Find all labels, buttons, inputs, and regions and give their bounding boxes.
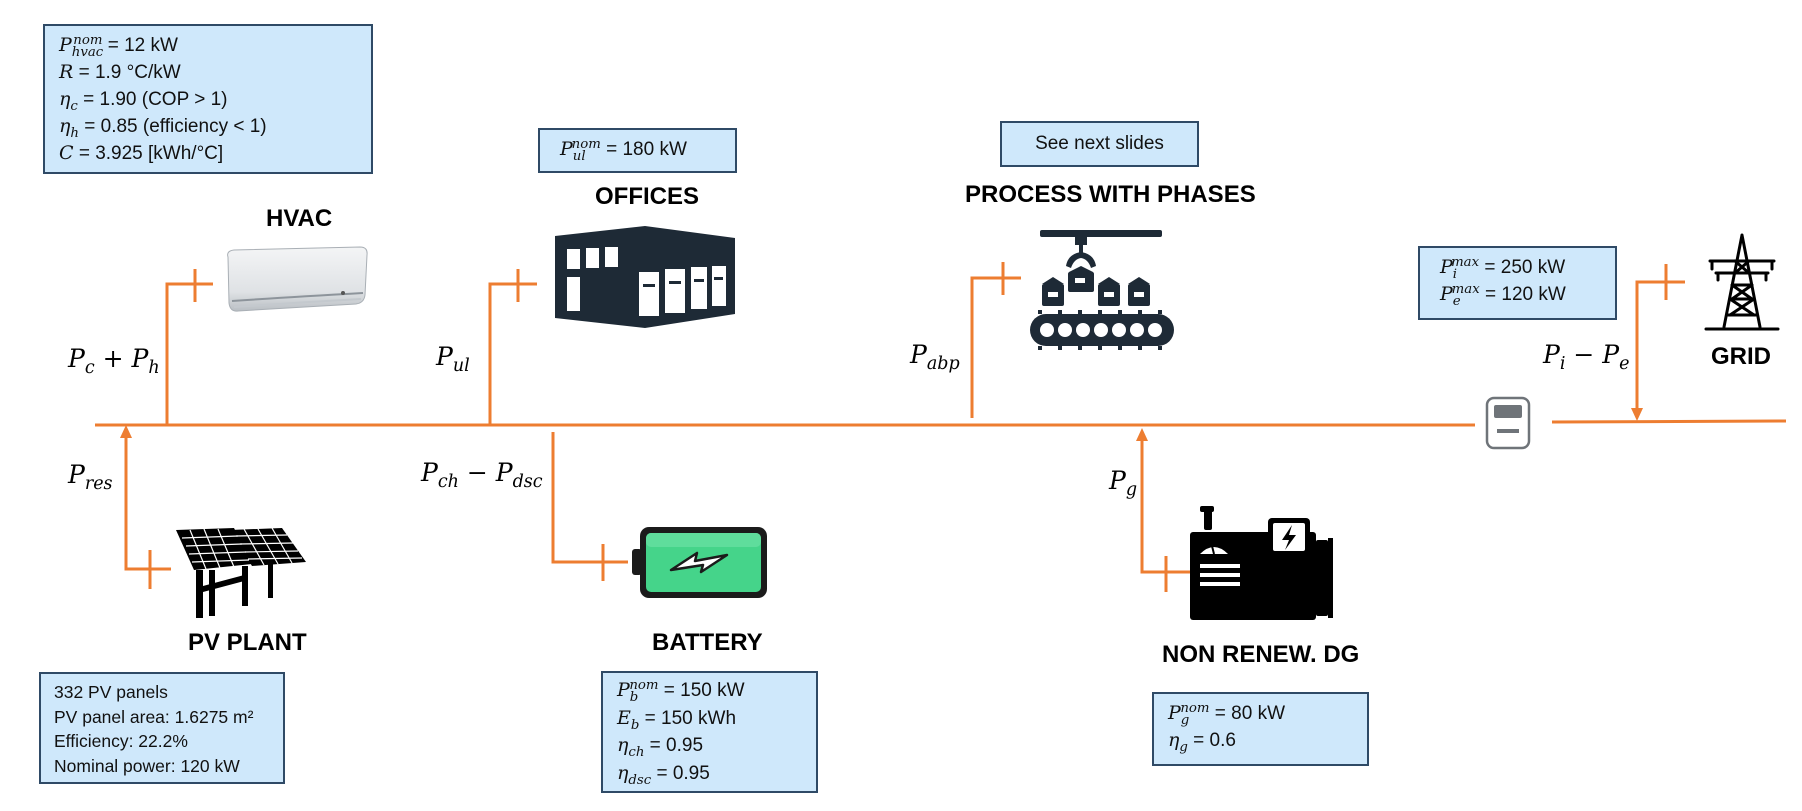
process-note: See next slides xyxy=(1035,133,1164,154)
generator-params-box: Pgnom = 80 kW ηg = 0.6 xyxy=(1152,692,1369,766)
hvac-flow-label: Pc + Ph xyxy=(68,344,160,378)
pv-plant-label: PV PLANT xyxy=(188,629,307,656)
offices-flow-label: Pul xyxy=(436,342,470,376)
grid-arrowhead xyxy=(1631,408,1643,421)
battery-eb-value: = 150 kWh xyxy=(639,707,737,729)
pv-params-box: 332 PV panels PV panel area: 1.6275 m² E… xyxy=(39,672,285,784)
hvac-feeder xyxy=(165,282,213,425)
meter-icon xyxy=(1485,396,1531,450)
battery-flow-label: Pch − Pdsc xyxy=(421,458,543,492)
hvac-eta-h-value: = 0.85 (efficiency < 1) xyxy=(78,116,267,137)
grid-pimax-value: = 250 kW xyxy=(1479,257,1566,278)
office-building-icon xyxy=(555,226,735,328)
generator-pgnom-value: = 80 kW xyxy=(1209,703,1285,724)
process-note-box: See next slides xyxy=(1000,121,1199,167)
hvac-pnom-value: = 12 kW xyxy=(102,35,178,56)
hvac-eta-c-value: = 1.90 (COP > 1) xyxy=(77,89,228,110)
solar-panel-icon xyxy=(176,527,306,618)
battery-eta-dsc-value: = 0.95 xyxy=(651,762,710,784)
offices-pnom-value: = 180 kW xyxy=(600,139,687,160)
battery-icon xyxy=(632,527,767,598)
hvac-params-box: Phvacnom = 12 kW R = 1.9 °C/kW ηc = 1.90… xyxy=(43,24,373,174)
generator-label: NON RENEW. DG xyxy=(1162,641,1360,668)
conveyor-process-icon xyxy=(1030,230,1174,350)
pv-param-line: PV panel area: 1.6275 m² xyxy=(54,706,254,727)
pv-param-line: 332 PV panels xyxy=(54,682,168,702)
pv-flow-label: Pres xyxy=(68,460,113,494)
battery-feeder xyxy=(551,432,628,564)
battery-pbnom-value: = 150 kW xyxy=(658,680,745,701)
process-feeder xyxy=(970,276,1021,418)
grid-params-box: Pimax = 250 kW Pemax = 120 kW xyxy=(1418,246,1617,320)
air-conditioner-icon xyxy=(227,246,368,312)
pv-feeder xyxy=(124,432,171,571)
generator-feeder xyxy=(1140,432,1190,574)
grid-label: GRID xyxy=(1711,343,1771,370)
generator-icon xyxy=(1190,506,1333,620)
offices-feeder xyxy=(488,282,537,425)
transmission-tower-icon xyxy=(1704,233,1780,331)
generator-eta-g-value: = 0.6 xyxy=(1187,730,1236,751)
pv-param-line: Nominal power: 120 kW xyxy=(54,755,240,776)
grid-flow-label: Pi − Pe xyxy=(1543,340,1630,374)
grid-feeder xyxy=(1635,280,1685,412)
hvac-label: HVAC xyxy=(266,205,333,232)
offices-params-box: Pulnom = 180 kW xyxy=(538,128,737,173)
battery-label: BATTERY xyxy=(652,629,763,656)
process-flow-label: Pabp xyxy=(910,340,960,374)
generator-arrowhead xyxy=(1136,428,1148,441)
process-label: PROCESS WITH PHASES xyxy=(965,181,1256,208)
offices-label: OFFICES xyxy=(595,183,700,210)
main-bus-right xyxy=(1551,419,1787,424)
grid-pemax-value: = 120 kW xyxy=(1479,284,1566,305)
battery-eta-ch-value: = 0.95 xyxy=(644,735,704,756)
hvac-r-value: = 1.9 °C/kW xyxy=(73,62,181,83)
hvac-c-value: = 3.925 [kWh/°C] xyxy=(73,143,224,164)
pv-param-line: Efficiency: 22.2% xyxy=(54,731,188,751)
battery-params-box: Pbnom = 150 kW Eb = 150 kWh ηch = 0.95 η… xyxy=(601,671,818,793)
pv-arrowhead xyxy=(120,425,132,438)
generator-flow-label: Pg xyxy=(1109,466,1138,500)
